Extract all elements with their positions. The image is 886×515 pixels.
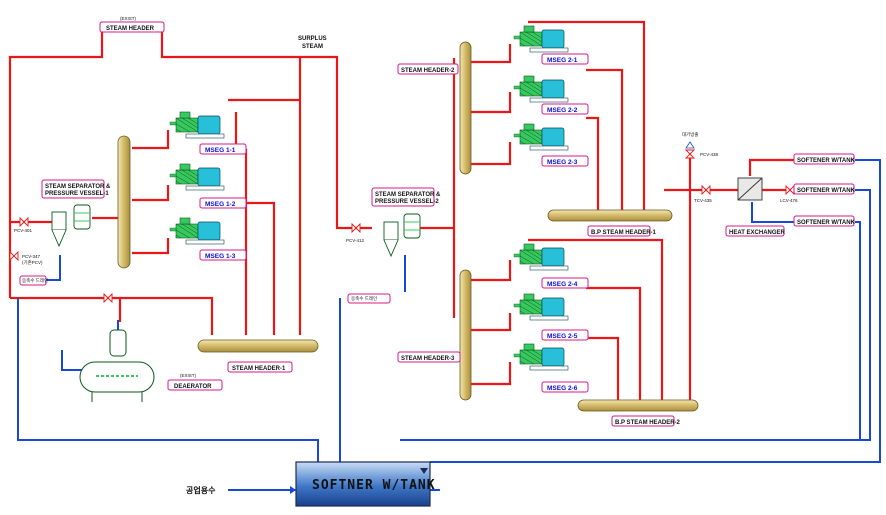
drain-1-label: 응축수 드레인 (22, 277, 48, 284)
vertical-header-1 (117, 135, 131, 269)
steam-separator-2 (383, 213, 421, 258)
steam-separator-1 (51, 204, 91, 248)
industrial-water-label: 공업용수 (186, 485, 216, 495)
deaerator-label: DEAERATOR (174, 384, 212, 390)
pcv-347-sub-label: (기존PCV) (22, 259, 43, 266)
tcv-435-valve (701, 184, 711, 196)
vertical-header-3 (459, 269, 472, 401)
drain-2-label: 응축수 드레인 (351, 295, 377, 302)
softener-tank-label-3: SOFTENER W/TANK (797, 220, 856, 226)
steam-header-1-vessel (197, 339, 319, 353)
bp-steam-header-1-vessel (547, 209, 673, 222)
line-valve (103, 292, 113, 304)
main-tank-label: SOFTNER W/TANK (312, 478, 436, 493)
mseg-2-2-unit (513, 75, 569, 103)
pcv-347-label: PCV-347 (22, 254, 41, 259)
inflow-arrow-icon (290, 486, 296, 494)
steam-header-label: STEAM HEADER (106, 26, 155, 32)
pcv-438-valve (684, 149, 696, 159)
water-lines (17, 159, 881, 491)
steam-header-3-label: STEAM HEADER-3 (401, 356, 455, 362)
heat-exchanger-label: HEAT EXCHANGER (729, 230, 786, 236)
mseg-1-3-label: MSEG 1-3 (205, 253, 236, 260)
pcv-412-label: PCV-412 (346, 238, 365, 243)
mseg-2-1-label: MSEG 2-1 (547, 57, 578, 64)
pcv-412-valve (351, 222, 361, 234)
steam-header-2-label: STEAM HEADER-2 (401, 68, 455, 74)
mseg-2-4-unit (513, 243, 569, 271)
deaerator-exist-label: (EXIST) (180, 373, 197, 378)
heat-exchanger (737, 177, 763, 201)
mseg-1-1-unit (169, 111, 225, 139)
separator-1-label-2: PRESSURE VESSEL-1 (45, 191, 109, 197)
mseg-1-2-label: MSEG 1-2 (205, 201, 236, 208)
mseg-2-5-label: MSEG 2-5 (547, 333, 578, 340)
steam-lines (8, 20, 820, 402)
mseg-2-4-label: MSEG 2-4 (547, 281, 578, 288)
bp-steam-header-2-vessel (577, 399, 699, 412)
bp-steam-header-2-label: B.P STEAM HEADER-2 (615, 420, 681, 426)
softener-tank-label-1: SOFTENER W/TANK (797, 158, 856, 164)
pcv-401-label: PCV-401 (14, 228, 33, 233)
mseg-2-6-label: MSEG 2-6 (547, 385, 578, 392)
mseg-2-5-unit (513, 293, 569, 321)
mseg-2-2-label: MSEG 2-2 (547, 107, 578, 114)
pcv-438-label: PCV-438 (700, 152, 719, 157)
steam-header-exist-label: (EXIST) (120, 16, 137, 21)
surplus-steam-label-2: STEAM (302, 44, 323, 50)
mseg-1-1-label: MSEG 1-1 (205, 147, 236, 154)
steam-header-1-label: STEAM HEADER-1 (232, 366, 286, 372)
separator-2-label-2: PRESSURE VESSEL-2 (375, 199, 439, 205)
softner-main-tank (295, 461, 431, 507)
mseg-2-6-unit (513, 343, 569, 371)
vertical-header-2 (459, 41, 472, 175)
vent-arrow-icon (685, 141, 695, 149)
pcv-347-valve (9, 250, 19, 262)
vent-label: 대기방출 (682, 131, 699, 138)
deaerator-vessel (79, 329, 155, 402)
mseg-2-3-label: MSEG 2-3 (547, 159, 578, 166)
mseg-2-3-unit (513, 123, 569, 151)
lcv-476-valve (785, 184, 795, 196)
tcv-435-label: TCV-435 (694, 198, 712, 203)
separator-1-label-1: STEAM SEPARATOR & (45, 184, 111, 190)
mseg-1-3-unit (169, 217, 225, 245)
softener-tank-label-2: SOFTENER W/TANK (797, 188, 856, 194)
mseg-1-2-unit (169, 163, 225, 191)
mseg-2-1-unit (513, 25, 569, 53)
bp-steam-header-1-label: B.P STEAM HEADER-1 (591, 230, 657, 236)
separator-2-label-1: STEAM SEPARATOR & (375, 192, 441, 198)
lcv-476-label: LCV-476 (780, 198, 798, 203)
surplus-steam-label-1: SURPLUS (298, 36, 327, 42)
pcv-401-valve (19, 216, 29, 228)
